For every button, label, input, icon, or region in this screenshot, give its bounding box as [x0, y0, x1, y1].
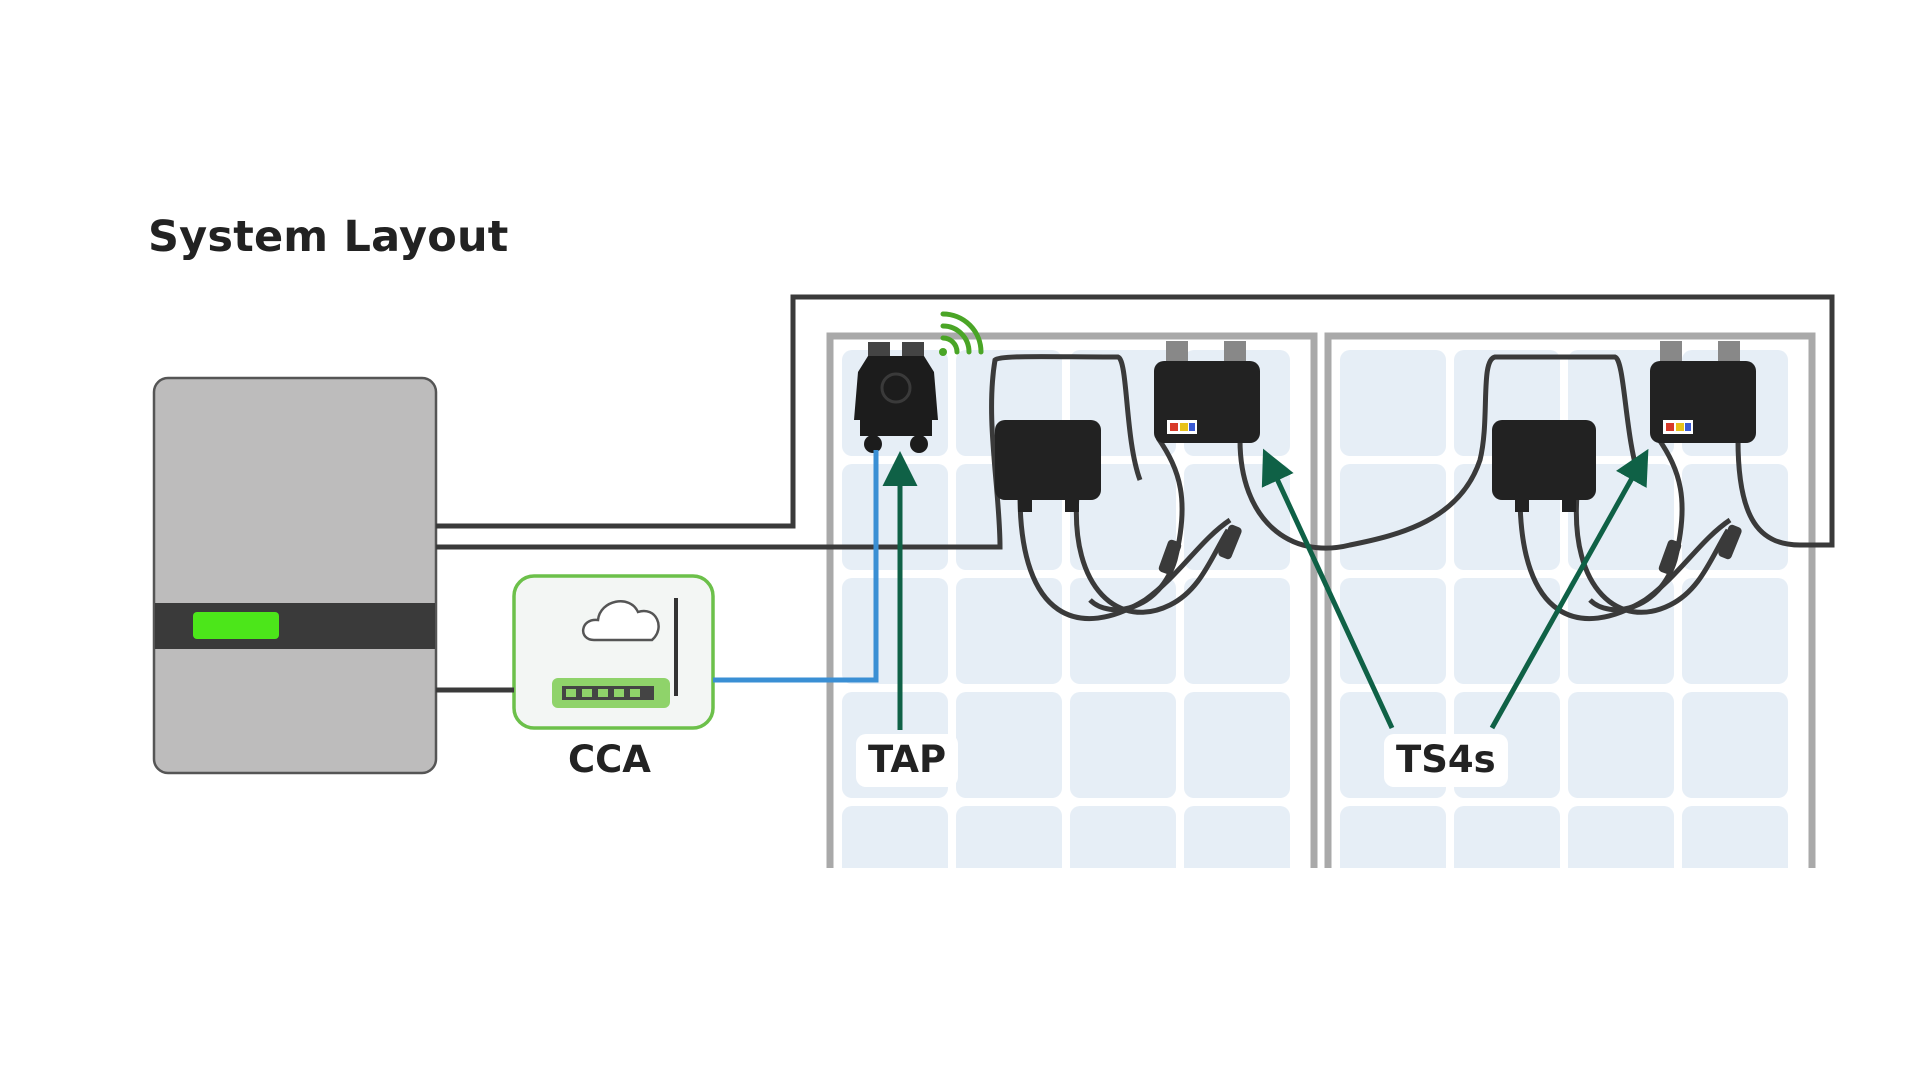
panel-cell: [1682, 578, 1788, 684]
cca-board: [552, 678, 670, 708]
panel-cell: [842, 464, 948, 570]
ts4s-label: TS4s: [1384, 734, 1508, 787]
tap-label: TAP: [856, 734, 959, 787]
ts4-arrow-1: [1261, 448, 1395, 730]
cca-label: CCA: [556, 734, 663, 787]
panel-cell: [1070, 692, 1176, 798]
cloud-icon: [582, 600, 660, 642]
cca-unit: [512, 574, 715, 730]
panel-cell: [1340, 350, 1446, 456]
callout-arrows: [882, 448, 1649, 730]
cable-connectors: [1158, 524, 1742, 575]
panel-cell: [1184, 578, 1290, 684]
diagram-title: System Layout: [148, 212, 509, 262]
panel-cell: [1682, 692, 1788, 798]
panel-cell: [956, 578, 1062, 684]
ts4-device-1: [1154, 341, 1260, 443]
inverter-indicator: [193, 612, 279, 639]
panel-cell: [1184, 692, 1290, 798]
tap-signal-cable: [713, 450, 879, 683]
ts4-arrow-2: [1489, 448, 1649, 730]
panel-cell: [1682, 464, 1788, 570]
panel-cell: [956, 692, 1062, 798]
tap-device: [854, 342, 938, 453]
panel-cell: [1184, 464, 1290, 570]
panel-cell: [1568, 692, 1674, 798]
panel-cell: [842, 578, 948, 684]
panel-cell: [1340, 578, 1446, 684]
junction-box-2: [1492, 420, 1596, 512]
junction-box-1: [995, 420, 1101, 512]
inverter: [152, 376, 438, 775]
ts4-device-2: [1650, 341, 1756, 443]
panel-cell: [1070, 578, 1176, 684]
wifi-icon: [939, 311, 984, 356]
panel-cell: [1568, 578, 1674, 684]
